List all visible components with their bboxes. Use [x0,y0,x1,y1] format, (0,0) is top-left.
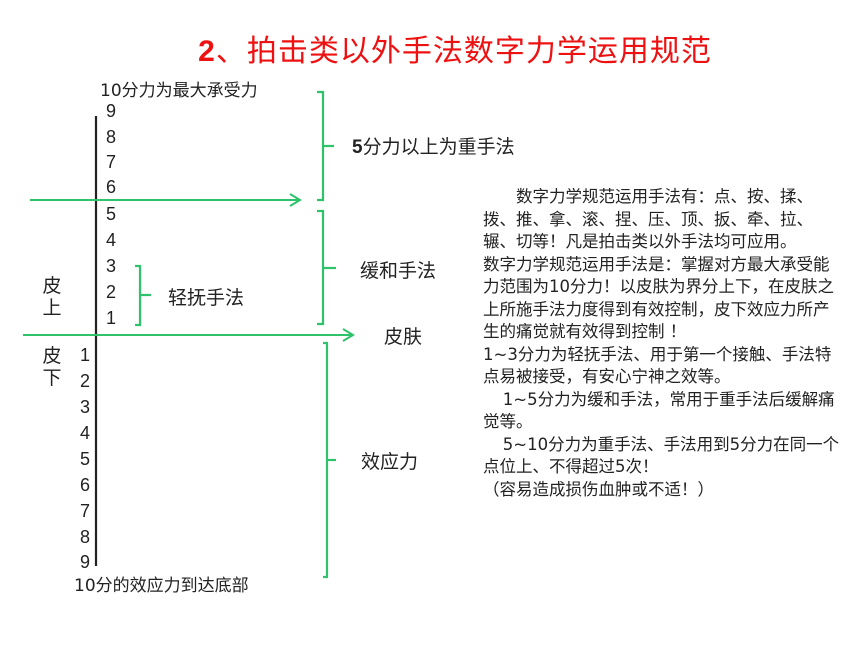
description-text: 数字力学规范运用手法有：点、按、揉、拨、推、拿、滚、捏、压、顶、扳、牵、拉、辗、… [483,186,843,501]
upper-tick-2: 2 [106,282,117,302]
light-technique-label: 轻抚手法 [168,287,245,309]
title-number: 2 [198,35,216,68]
effect-bracket [323,341,336,579]
description-p1: 数字力学规范运用手法有：点、按、揉、拨、推、拿、滚、捏、压、顶、扳、牵、拉、辗、… [483,187,813,251]
upper-tick-3: 3 [106,256,117,276]
description-p3: 1~3分力为轻抚手法、用于第一个接触、手法特点易被接受，有安心宁神之效等。 [483,344,832,387]
lower-tick-8: 8 [80,527,91,547]
upper-tick-8: 8 [106,127,117,147]
upper-tick-4: 4 [106,230,117,250]
lower-tick-1: 1 [80,345,91,365]
heavy-technique-label: 5分力以上为重手法 [352,132,515,159]
page-title: 2、拍击类以外手法数字力学运用规范 [0,26,860,70]
upper-tick-9: 9 [106,101,117,121]
lower-tick-9: 9 [80,552,91,572]
max-force-label: 10分力为最大承受力 [100,81,258,101]
lower-tick-6: 6 [80,475,91,495]
bottom-effect-label: 10分的效应力到达底部 [74,576,249,596]
lower-tick-2: 2 [80,371,91,391]
lower-tick-3: 3 [80,397,91,417]
skin-label: 皮肤 [384,326,423,348]
effect-force-label: 效应力 [361,451,419,473]
upper-tick-5: 5 [106,204,117,224]
upper-tick-1: 1 [106,308,117,328]
below-skin-label: 皮下 [42,345,62,389]
heavy-text: 分力以上为重手法 [362,136,515,158]
lower-tick-4: 4 [80,423,91,443]
lower-tick-5: 5 [80,449,91,469]
skin-arrow [23,328,355,342]
upper-tick-6: 6 [106,177,117,197]
mild-technique-label: 缓和手法 [360,260,437,282]
mild-bracket [317,209,336,326]
heavy-number: 5 [352,137,363,158]
heavy-bracket [317,90,334,202]
light-bracket [135,264,151,327]
description-p2: 数字力学规范运用手法是：掌握对方最大承受能力范围为10分力！以皮肤为界分上下，在… [483,254,834,342]
description-p4: 1~5分力为缓和手法，常用于重手法后缓解痛觉等。 [483,389,835,432]
lower-tick-7: 7 [80,501,91,521]
title-text: 、拍击类以外手法数字力学运用规范 [215,34,712,69]
above-skin-label: 皮上 [42,275,62,319]
description-p6: （容易造成损伤血肿或不适！） [483,479,714,499]
upper-tick-7: 7 [106,152,117,172]
description-p5: 5~10分力为重手法、手法用到5分力在同一个点位上、不得超过5次！ [483,434,840,477]
threshold-arrow [30,193,302,207]
